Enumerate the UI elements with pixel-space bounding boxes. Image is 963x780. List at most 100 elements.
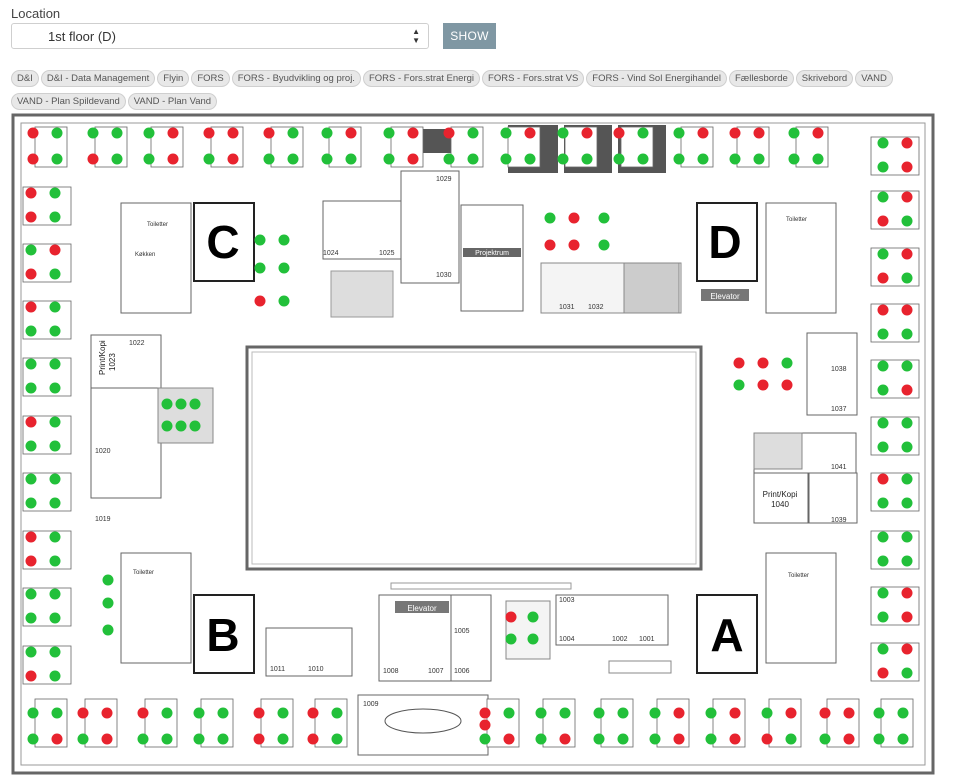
available-seat[interactable]	[901, 215, 913, 227]
available-seat[interactable]	[161, 420, 173, 432]
available-seat[interactable]	[901, 360, 913, 372]
available-seat[interactable]	[535, 733, 547, 745]
available-seat[interactable]	[617, 733, 629, 745]
occupied-seat[interactable]	[729, 707, 741, 719]
available-seat[interactable]	[443, 153, 455, 165]
available-seat[interactable]	[613, 153, 625, 165]
available-seat[interactable]	[254, 234, 266, 246]
available-seat[interactable]	[593, 707, 605, 719]
occupied-seat[interactable]	[544, 239, 556, 251]
available-seat[interactable]	[873, 707, 885, 719]
available-seat[interactable]	[505, 633, 517, 645]
tag-filter[interactable]: Fællesborde	[728, 70, 794, 87]
available-seat[interactable]	[877, 191, 889, 203]
available-seat[interactable]	[535, 707, 547, 719]
available-seat[interactable]	[467, 153, 479, 165]
occupied-seat[interactable]	[505, 611, 517, 623]
tag-filter[interactable]: Flyin	[157, 70, 190, 87]
available-seat[interactable]	[581, 153, 593, 165]
occupied-seat[interactable]	[27, 127, 39, 139]
available-seat[interactable]	[278, 234, 290, 246]
occupied-seat[interactable]	[901, 587, 913, 599]
occupied-seat[interactable]	[503, 733, 515, 745]
occupied-seat[interactable]	[843, 707, 855, 719]
available-seat[interactable]	[321, 127, 333, 139]
occupied-seat[interactable]	[253, 733, 265, 745]
available-seat[interactable]	[193, 707, 205, 719]
available-seat[interactable]	[77, 733, 89, 745]
occupied-seat[interactable]	[167, 153, 179, 165]
available-seat[interactable]	[25, 440, 37, 452]
available-seat[interactable]	[25, 358, 37, 370]
available-seat[interactable]	[217, 707, 229, 719]
tag-filter[interactable]: FORS - Vind Sol Energihandel	[586, 70, 727, 87]
occupied-seat[interactable]	[25, 187, 37, 199]
available-seat[interactable]	[524, 153, 536, 165]
occupied-seat[interactable]	[733, 357, 745, 369]
available-seat[interactable]	[729, 153, 741, 165]
available-seat[interactable]	[102, 597, 114, 609]
available-seat[interactable]	[897, 733, 909, 745]
occupied-seat[interactable]	[307, 733, 319, 745]
occupied-seat[interactable]	[901, 304, 913, 316]
occupied-seat[interactable]	[901, 137, 913, 149]
occupied-seat[interactable]	[25, 670, 37, 682]
occupied-seat[interactable]	[877, 304, 889, 316]
available-seat[interactable]	[27, 733, 39, 745]
available-seat[interactable]	[557, 127, 569, 139]
available-seat[interactable]	[143, 153, 155, 165]
available-seat[interactable]	[705, 707, 717, 719]
available-seat[interactable]	[877, 441, 889, 453]
available-seat[interactable]	[189, 398, 201, 410]
available-seat[interactable]	[877, 643, 889, 655]
occupied-seat[interactable]	[785, 707, 797, 719]
tag-filter[interactable]: FORS - Byudvikling og proj.	[231, 70, 361, 87]
occupied-seat[interactable]	[25, 531, 37, 543]
available-seat[interactable]	[49, 211, 61, 223]
available-seat[interactable]	[287, 127, 299, 139]
occupied-seat[interactable]	[901, 161, 913, 173]
occupied-seat[interactable]	[729, 733, 741, 745]
available-seat[interactable]	[637, 153, 649, 165]
available-seat[interactable]	[25, 325, 37, 337]
available-seat[interactable]	[49, 588, 61, 600]
available-seat[interactable]	[175, 420, 187, 432]
available-seat[interactable]	[877, 531, 889, 543]
occupied-seat[interactable]	[49, 244, 61, 256]
available-seat[interactable]	[287, 153, 299, 165]
available-seat[interactable]	[788, 127, 800, 139]
available-seat[interactable]	[25, 646, 37, 658]
available-seat[interactable]	[705, 733, 717, 745]
available-seat[interactable]	[331, 733, 343, 745]
available-seat[interactable]	[753, 153, 765, 165]
occupied-seat[interactable]	[729, 127, 741, 139]
available-seat[interactable]	[278, 262, 290, 274]
available-seat[interactable]	[901, 441, 913, 453]
available-seat[interactable]	[49, 325, 61, 337]
occupied-seat[interactable]	[25, 211, 37, 223]
occupied-seat[interactable]	[345, 127, 357, 139]
available-seat[interactable]	[25, 588, 37, 600]
available-seat[interactable]	[901, 272, 913, 284]
available-seat[interactable]	[781, 357, 793, 369]
available-seat[interactable]	[897, 707, 909, 719]
occupied-seat[interactable]	[819, 707, 831, 719]
occupied-seat[interactable]	[87, 153, 99, 165]
occupied-seat[interactable]	[407, 127, 419, 139]
available-seat[interactable]	[49, 440, 61, 452]
available-seat[interactable]	[51, 127, 63, 139]
available-seat[interactable]	[559, 707, 571, 719]
available-seat[interactable]	[901, 497, 913, 509]
occupied-seat[interactable]	[877, 667, 889, 679]
available-seat[interactable]	[331, 707, 343, 719]
occupied-seat[interactable]	[77, 707, 89, 719]
available-seat[interactable]	[49, 555, 61, 567]
available-seat[interactable]	[649, 707, 661, 719]
occupied-seat[interactable]	[253, 707, 265, 719]
available-seat[interactable]	[500, 153, 512, 165]
available-seat[interactable]	[649, 733, 661, 745]
available-seat[interactable]	[49, 646, 61, 658]
occupied-seat[interactable]	[581, 127, 593, 139]
occupied-seat[interactable]	[307, 707, 319, 719]
available-seat[interactable]	[877, 384, 889, 396]
